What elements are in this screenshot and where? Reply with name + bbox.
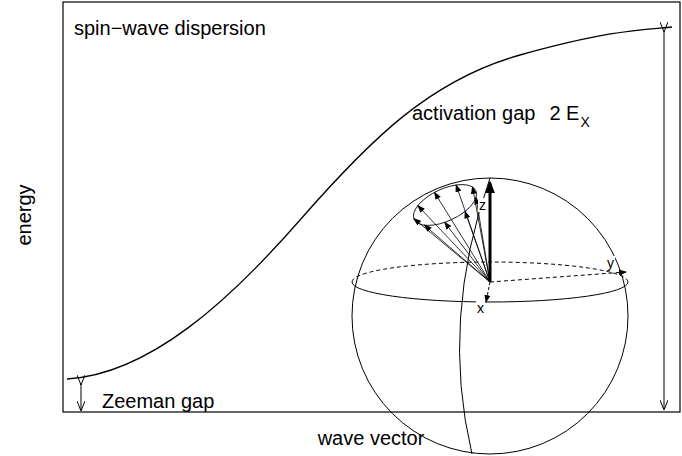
zeeman-arrow bbox=[81, 384, 82, 410]
axis-title: energy bbox=[14, 184, 34, 245]
plot-frame bbox=[63, 2, 680, 412]
spin-arrow bbox=[456, 185, 490, 282]
subscript: X bbox=[580, 115, 589, 129]
gap-arrow bbox=[664, 31, 665, 409]
spin-arrow bbox=[418, 206, 490, 282]
curve-label: spin−wave dispersion bbox=[74, 18, 266, 38]
annotation: activation gap bbox=[412, 103, 535, 123]
spin-arrow bbox=[473, 187, 491, 282]
axis-label: x bbox=[476, 301, 485, 315]
bloch-sphere bbox=[352, 176, 628, 454]
annotation: Zeeman gap bbox=[102, 391, 214, 411]
dispersion-curve bbox=[67, 27, 672, 379]
annotation: 2 E bbox=[549, 103, 579, 123]
spin-arrow bbox=[445, 222, 490, 282]
axis-label: z bbox=[478, 198, 487, 212]
axis-title: wave vector bbox=[318, 428, 425, 448]
axis-label: y bbox=[606, 256, 615, 270]
